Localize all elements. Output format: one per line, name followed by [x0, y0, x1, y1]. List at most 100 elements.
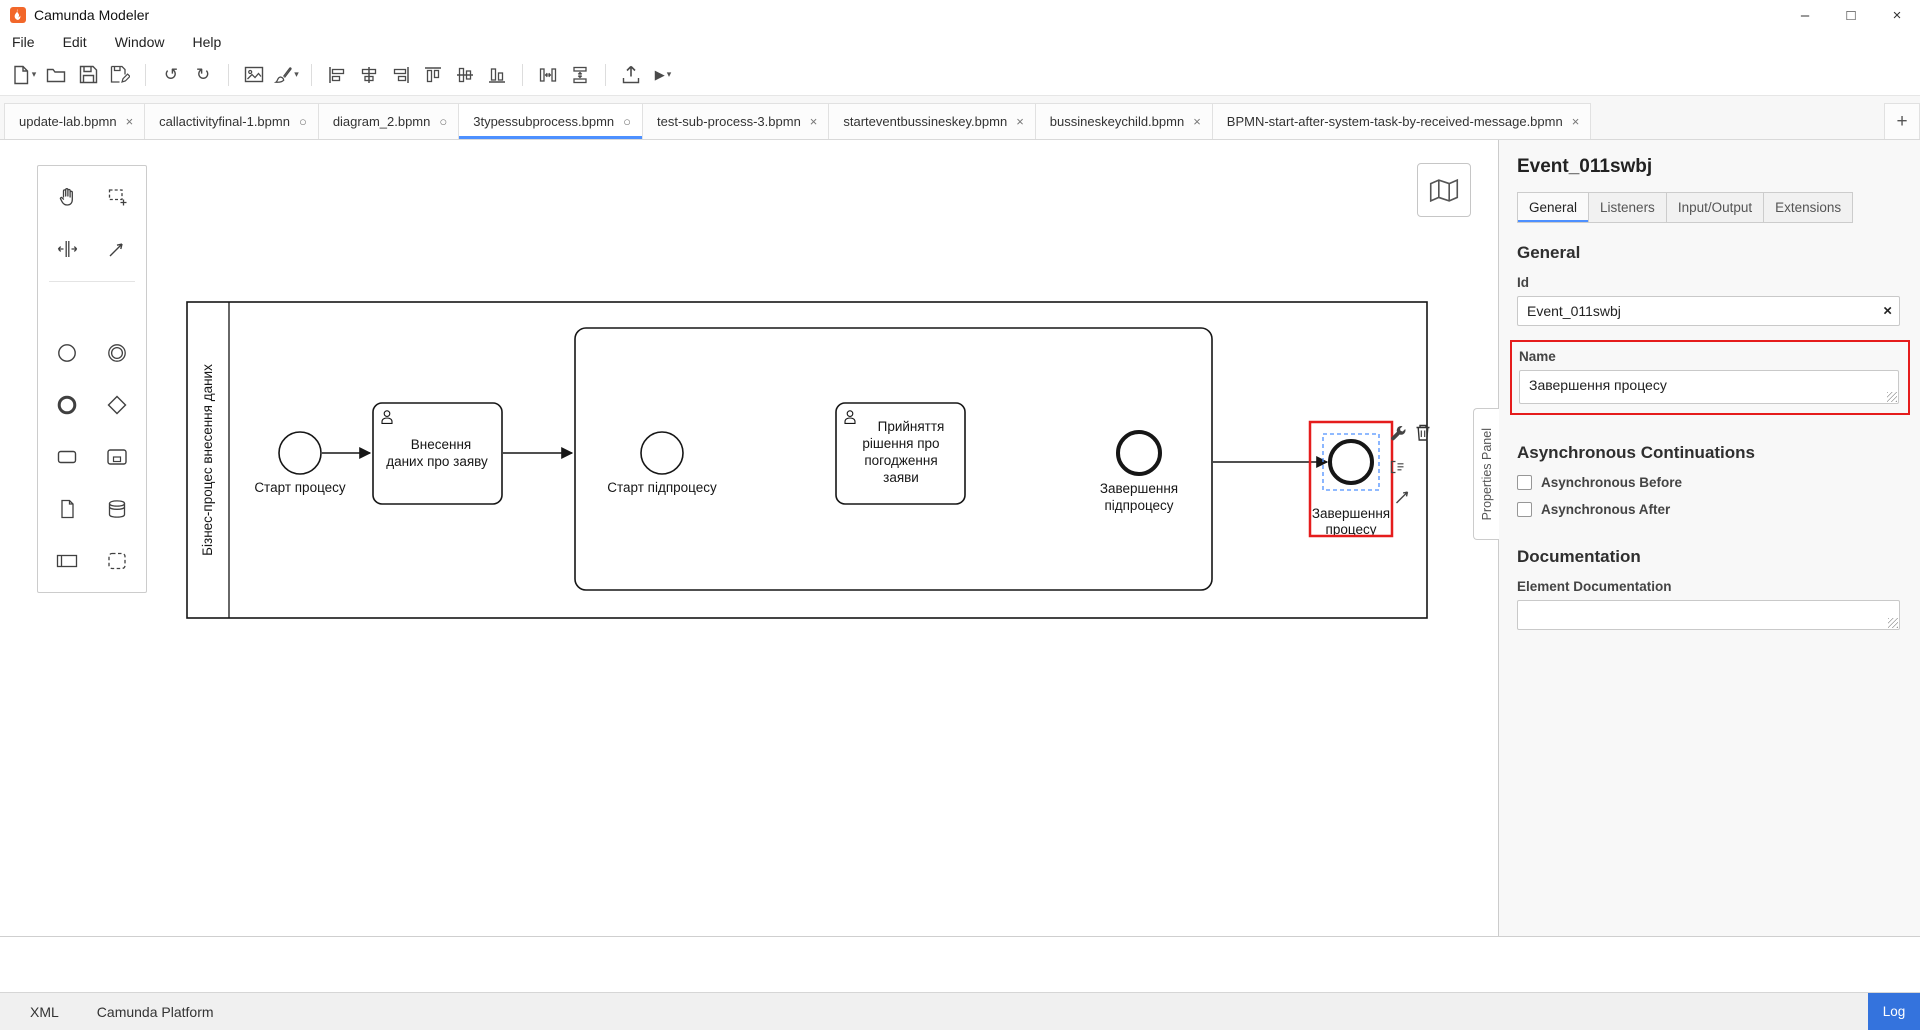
maximize-button[interactable]: □	[1828, 0, 1874, 30]
tab-unsaved-indicator[interactable]: ○	[439, 114, 447, 129]
start-instance-button[interactable]: ▶ ▾	[647, 59, 679, 91]
create-intermediate-event[interactable]	[92, 327, 142, 379]
tab-close-icon[interactable]: ×	[126, 114, 134, 129]
new-file-button[interactable]: ▾	[8, 59, 40, 91]
id-input[interactable]	[1517, 296, 1900, 326]
tab-diagram-2[interactable]: diagram_2.bpmn ○	[319, 103, 459, 139]
tab-test-sub-process-3[interactable]: test-sub-process-3.bpmn ×	[643, 103, 829, 139]
statusbar: XML Camunda Platform Log	[0, 992, 1920, 1030]
align-center-icon	[360, 66, 378, 84]
tab-input-output[interactable]: Input/Output	[1667, 192, 1764, 223]
play-icon: ▶	[655, 68, 665, 81]
xml-toggle[interactable]: XML	[30, 1004, 59, 1020]
align-left-button[interactable]	[321, 59, 353, 91]
async-before-checkbox[interactable]	[1517, 475, 1532, 490]
create-start-event[interactable]	[42, 327, 92, 379]
task-label-line: Прийняття	[878, 419, 945, 434]
resize-grip-icon[interactable]	[1888, 618, 1898, 628]
create-end-event[interactable]	[42, 379, 92, 431]
tab-listeners[interactable]: Listeners	[1589, 192, 1667, 223]
connect-icon[interactable]	[1397, 492, 1408, 503]
align-top-button[interactable]	[417, 59, 449, 91]
create-task[interactable]	[42, 431, 92, 483]
save-button[interactable]	[72, 59, 104, 91]
tab-close-icon[interactable]: ×	[1193, 114, 1201, 129]
export-image-button[interactable]	[238, 59, 270, 91]
tab-callactivityfinal-1[interactable]: callactivityfinal-1.bpmn ○	[145, 103, 319, 139]
tab-extensions[interactable]: Extensions	[1764, 192, 1853, 223]
distribute-vertical-button[interactable]	[564, 59, 596, 91]
create-data-object[interactable]	[42, 483, 92, 535]
minimize-button[interactable]: –	[1782, 0, 1828, 30]
tab-unsaved-indicator[interactable]: ○	[299, 114, 307, 129]
window-controls: – □ ×	[1782, 0, 1920, 30]
subprocess-start-label: Старт підпроцесу	[607, 480, 717, 495]
create-subprocess[interactable]	[92, 431, 142, 483]
replace-wrench-icon[interactable]	[1391, 426, 1405, 440]
name-input[interactable]: Завершення процесу	[1519, 370, 1899, 404]
menu-file[interactable]: File	[12, 34, 35, 50]
log-toggle-button[interactable]: Log	[1868, 993, 1920, 1030]
create-group[interactable]	[92, 535, 142, 587]
tab-general[interactable]: General	[1517, 192, 1589, 223]
menu-edit[interactable]: Edit	[63, 34, 87, 50]
svg-text:рішення про: рішення про	[862, 436, 939, 451]
tab-update-lab[interactable]: update-lab.bpmn ×	[4, 103, 145, 139]
align-bottom-button[interactable]	[481, 59, 513, 91]
start-event[interactable]: Старт процесу	[254, 432, 346, 495]
tab-unsaved-indicator[interactable]: ○	[623, 114, 631, 129]
undo-button[interactable]: ↺	[155, 59, 187, 91]
global-connect-tool[interactable]	[92, 223, 142, 275]
open-file-button[interactable]	[40, 59, 72, 91]
text-annotation-icon[interactable]	[1392, 462, 1404, 473]
menu-help[interactable]: Help	[192, 34, 221, 50]
close-window-button[interactable]: ×	[1874, 0, 1920, 30]
tab-3typessubprocess[interactable]: 3typessubprocess.bpmn ○	[459, 103, 643, 139]
clear-id-icon[interactable]: ×	[1883, 304, 1892, 319]
tab-label: callactivityfinal-1.bpmn	[159, 114, 290, 129]
menu-window[interactable]: Window	[115, 34, 165, 50]
user-task-pryiniattia[interactable]: Прийняття рішення про погодження заяви	[836, 403, 965, 504]
align-center-button[interactable]	[353, 59, 385, 91]
tab-bpmn-start-after-system-task[interactable]: BPMN-start-after-system-task-by-received…	[1213, 103, 1592, 139]
format-tool-button[interactable]: ▾	[270, 59, 302, 91]
new-tab-button[interactable]: +	[1884, 103, 1920, 139]
svg-text:Завершення: Завершення	[1312, 506, 1390, 521]
create-data-store[interactable]	[92, 483, 142, 535]
bpmn-diagram[interactable]: Бізнес-процес внесення даних Старт проце…	[0, 140, 1497, 936]
toolbar-separator	[522, 64, 523, 86]
space-tool[interactable]	[42, 223, 92, 275]
tab-starteventbussineskey[interactable]: starteventbussineskey.bpmn ×	[829, 103, 1035, 139]
trash-icon[interactable]	[1417, 426, 1430, 441]
create-participant[interactable]	[42, 535, 92, 587]
tab-close-icon[interactable]: ×	[810, 114, 818, 129]
properties-panel-toggle[interactable]: Properties Panel	[1473, 408, 1499, 540]
redo-button[interactable]: ↻	[187, 59, 219, 91]
lasso-tool[interactable]	[92, 171, 142, 223]
minimap-toggle[interactable]	[1417, 163, 1471, 217]
distribute-horizontal-button[interactable]	[532, 59, 564, 91]
tab-bussineskeychild[interactable]: bussineskeychild.bpmn ×	[1036, 103, 1213, 139]
element-documentation-input[interactable]	[1517, 600, 1900, 630]
end-event-selected[interactable]: Завершення процесу	[1310, 422, 1392, 537]
distribute-vertical-icon	[571, 66, 589, 84]
task-label-line: Внесення	[411, 437, 471, 452]
save-as-icon	[110, 65, 130, 84]
camunda-logo-icon	[10, 7, 26, 23]
svg-text:Прийняття: Прийняття	[878, 419, 945, 434]
save-as-button[interactable]	[104, 59, 136, 91]
task-label-line: даних про заяву	[386, 454, 488, 469]
align-right-button[interactable]	[385, 59, 417, 91]
hand-tool[interactable]	[42, 171, 92, 223]
bpmn-canvas[interactable]: Бізнес-процес внесення даних Старт проце…	[0, 140, 1498, 936]
tab-close-icon[interactable]: ×	[1572, 114, 1580, 129]
deploy-button[interactable]	[615, 59, 647, 91]
hand-icon	[55, 185, 79, 209]
user-task-vnesennya[interactable]: Внесення даних про заяву	[373, 403, 502, 504]
tab-close-icon[interactable]: ×	[1016, 114, 1024, 129]
align-middle-button[interactable]	[449, 59, 481, 91]
async-after-checkbox[interactable]	[1517, 502, 1532, 517]
annotation-box-name-field: Name Завершення процесу	[1510, 340, 1910, 415]
resize-grip-icon[interactable]	[1887, 392, 1897, 402]
create-gateway[interactable]	[92, 379, 142, 431]
